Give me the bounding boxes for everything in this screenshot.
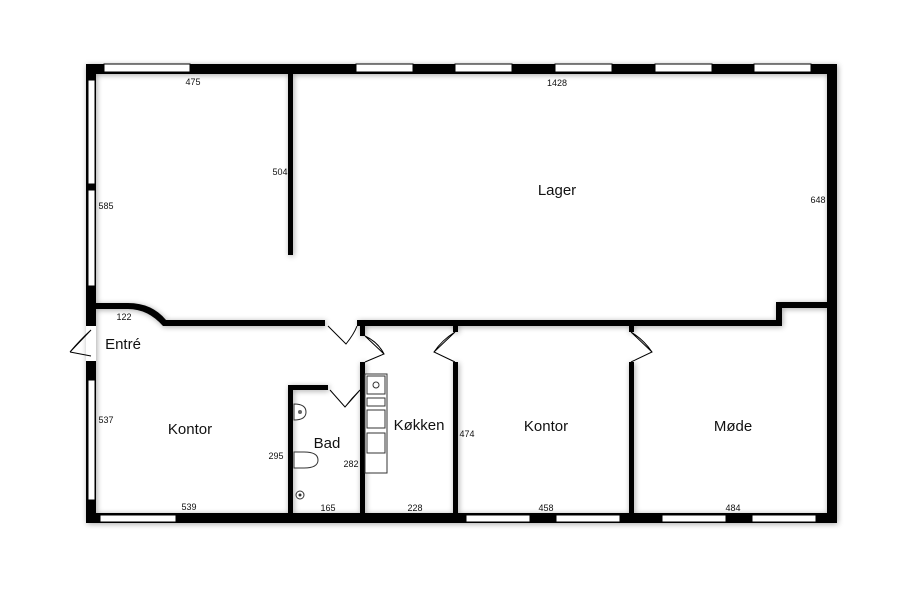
outer-wall-bottom xyxy=(86,513,837,523)
kitchen-kontor-stub xyxy=(453,326,458,332)
storage-divider-step-top xyxy=(776,302,827,308)
dim-bottom-kontor-right: 458 xyxy=(538,503,553,513)
fridge-icon xyxy=(366,409,386,429)
dim-left-lower: 537 xyxy=(98,415,113,425)
bad-kitchen-wall xyxy=(360,362,365,513)
dim-bottom-bad: 165 xyxy=(320,503,335,513)
window-top-5 xyxy=(654,63,713,73)
dim-bad: 295 xyxy=(268,451,283,461)
dim-kitchen: 474 xyxy=(459,429,474,439)
bad-left-wall xyxy=(288,385,293,513)
window-top-2 xyxy=(355,63,414,73)
dim-bottom-kitchen: 228 xyxy=(407,503,422,513)
room-label-entre: Entré xyxy=(105,336,141,353)
window-top-1 xyxy=(103,63,191,73)
room-label-kontor-right: Kontor xyxy=(524,418,568,435)
bathroom-fixtures xyxy=(293,403,319,500)
outer-wall-right xyxy=(827,64,837,523)
dim-bad-kitchen-wall: 282 xyxy=(343,459,358,469)
kitchen-sink-icon xyxy=(366,432,386,454)
room-label-mode: Møde xyxy=(714,418,752,435)
door-swings xyxy=(327,325,653,408)
dim-bottom-mode: 484 xyxy=(725,503,740,513)
window-top-6 xyxy=(753,63,812,73)
windows-bottom xyxy=(99,514,817,523)
toilet-icon xyxy=(293,451,319,469)
entrance-door xyxy=(69,326,96,361)
room-label-kontor-left: Kontor xyxy=(168,421,212,438)
window-bottom-2 xyxy=(465,514,531,523)
outer-wall-left xyxy=(86,64,96,523)
windows-left xyxy=(87,79,96,501)
window-top-3 xyxy=(454,63,513,73)
kontor-mode-stub xyxy=(629,326,634,332)
storage-divider-step xyxy=(776,302,782,326)
window-bottom-4 xyxy=(661,514,727,523)
room-label-bad: Bad xyxy=(314,435,341,452)
dim-right: 648 xyxy=(810,195,825,205)
door-mode-swing xyxy=(630,331,653,363)
bad-top-wall xyxy=(288,385,328,390)
window-left-3 xyxy=(87,379,96,501)
door-kitchen-swing xyxy=(364,335,385,363)
window-bottom-1 xyxy=(99,514,177,523)
dim-top-left: 475 xyxy=(185,77,200,87)
walls xyxy=(86,64,837,523)
room-label-lager: Lager xyxy=(538,182,576,199)
kitchen-fixtures xyxy=(364,373,388,474)
storage-partition-wall xyxy=(288,74,293,255)
room-label-kokken: Køkken xyxy=(394,417,445,434)
dim-entre: 122 xyxy=(116,312,131,322)
dim-top-right: 1428 xyxy=(547,78,567,88)
dim-bottom-kontor: 539 xyxy=(181,502,196,512)
stove-icon xyxy=(366,375,386,395)
window-bottom-5 xyxy=(751,514,817,523)
window-bottom-3 xyxy=(555,514,621,523)
window-left-1 xyxy=(87,79,96,185)
door-storage-swing xyxy=(327,325,358,345)
dim-inner-wall: 504 xyxy=(272,167,287,177)
door-kontor-swing xyxy=(433,331,456,363)
dim-left-upper: 585 xyxy=(98,201,113,211)
kitchen-kontor-wall xyxy=(453,362,458,513)
window-left-2 xyxy=(87,189,96,287)
kitchen-stub-wall xyxy=(360,326,365,336)
storage-divider-wall xyxy=(96,303,325,326)
window-top-4 xyxy=(554,63,613,73)
kontor-mode-wall xyxy=(629,362,634,513)
windows-top xyxy=(103,63,812,73)
storage-divider-wall-right xyxy=(357,320,782,326)
door-bad-swing xyxy=(329,389,361,408)
dishwasher-icon xyxy=(366,397,386,407)
